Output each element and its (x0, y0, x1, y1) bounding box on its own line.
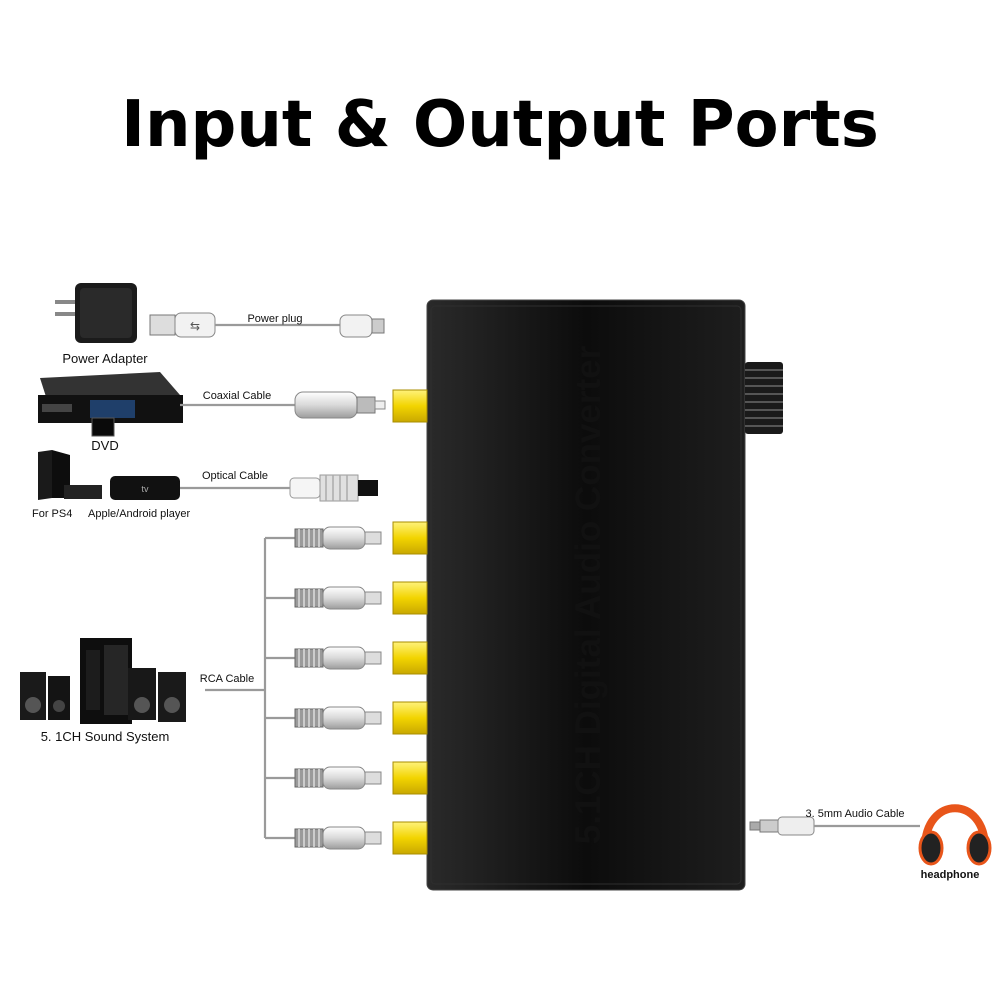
rca-plug-icon (294, 766, 382, 790)
optical-cable-label: Optical Cable (202, 470, 268, 482)
headphone-jack-plug-icon (749, 816, 815, 836)
rca-output-jack[interactable] (392, 761, 428, 795)
coaxial-input-jack[interactable] (392, 389, 428, 423)
rca-plug-icon (294, 706, 382, 730)
page-title: Input & Output Ports (121, 88, 879, 162)
rca-output-jack[interactable] (392, 521, 428, 555)
audio-cable-label: 3. 5mm Audio Cable (805, 808, 904, 820)
power-adapter-icon (55, 283, 137, 343)
ps4-console-icon (38, 450, 102, 500)
sound-system-icon (20, 638, 186, 724)
headphone-label: headphone (921, 869, 980, 881)
rca-output-jack[interactable] (392, 641, 428, 675)
apple-tv-box-icon: tv (110, 476, 180, 500)
coaxial-cable-label: Coaxial Cable (203, 390, 271, 402)
svg-text:tv: tv (141, 484, 149, 494)
sound-system-label: 5. 1CH Sound System (41, 729, 170, 744)
optical-plug-icon (289, 474, 378, 502)
rca-cable-label: RCA Cable (200, 673, 254, 685)
dvd-player-icon (38, 372, 183, 437)
headphone-icon (918, 804, 992, 866)
rca-output-jack[interactable] (392, 581, 428, 615)
rca-output-jack[interactable] (392, 821, 428, 855)
usb-plug-icon: ⇆ (149, 312, 216, 338)
apple-android-player-label: Apple/Android player (88, 508, 190, 520)
rca-plug-icon (294, 646, 382, 670)
dvd-label: DVD (91, 438, 118, 453)
volume-knob[interactable] (745, 362, 783, 434)
rca-plug-icon (294, 826, 382, 850)
converter-box: 5.1CH Digital Audio Converter (426, 299, 746, 891)
power-cable-label: Power plug (247, 313, 302, 325)
svg-text:⇆: ⇆ (190, 319, 200, 333)
coaxial-plug-icon (294, 391, 386, 419)
rca-output-jack[interactable] (392, 701, 428, 735)
rca-plug-icon (294, 586, 382, 610)
converter-label: 5.1CH Digital Audio Converter (569, 345, 608, 844)
micro-usb-plug-icon (339, 314, 385, 338)
power-adapter-label: Power Adapter (62, 351, 148, 366)
rca-plug-icon (294, 526, 382, 550)
ps4-label: For PS4 (32, 508, 72, 520)
